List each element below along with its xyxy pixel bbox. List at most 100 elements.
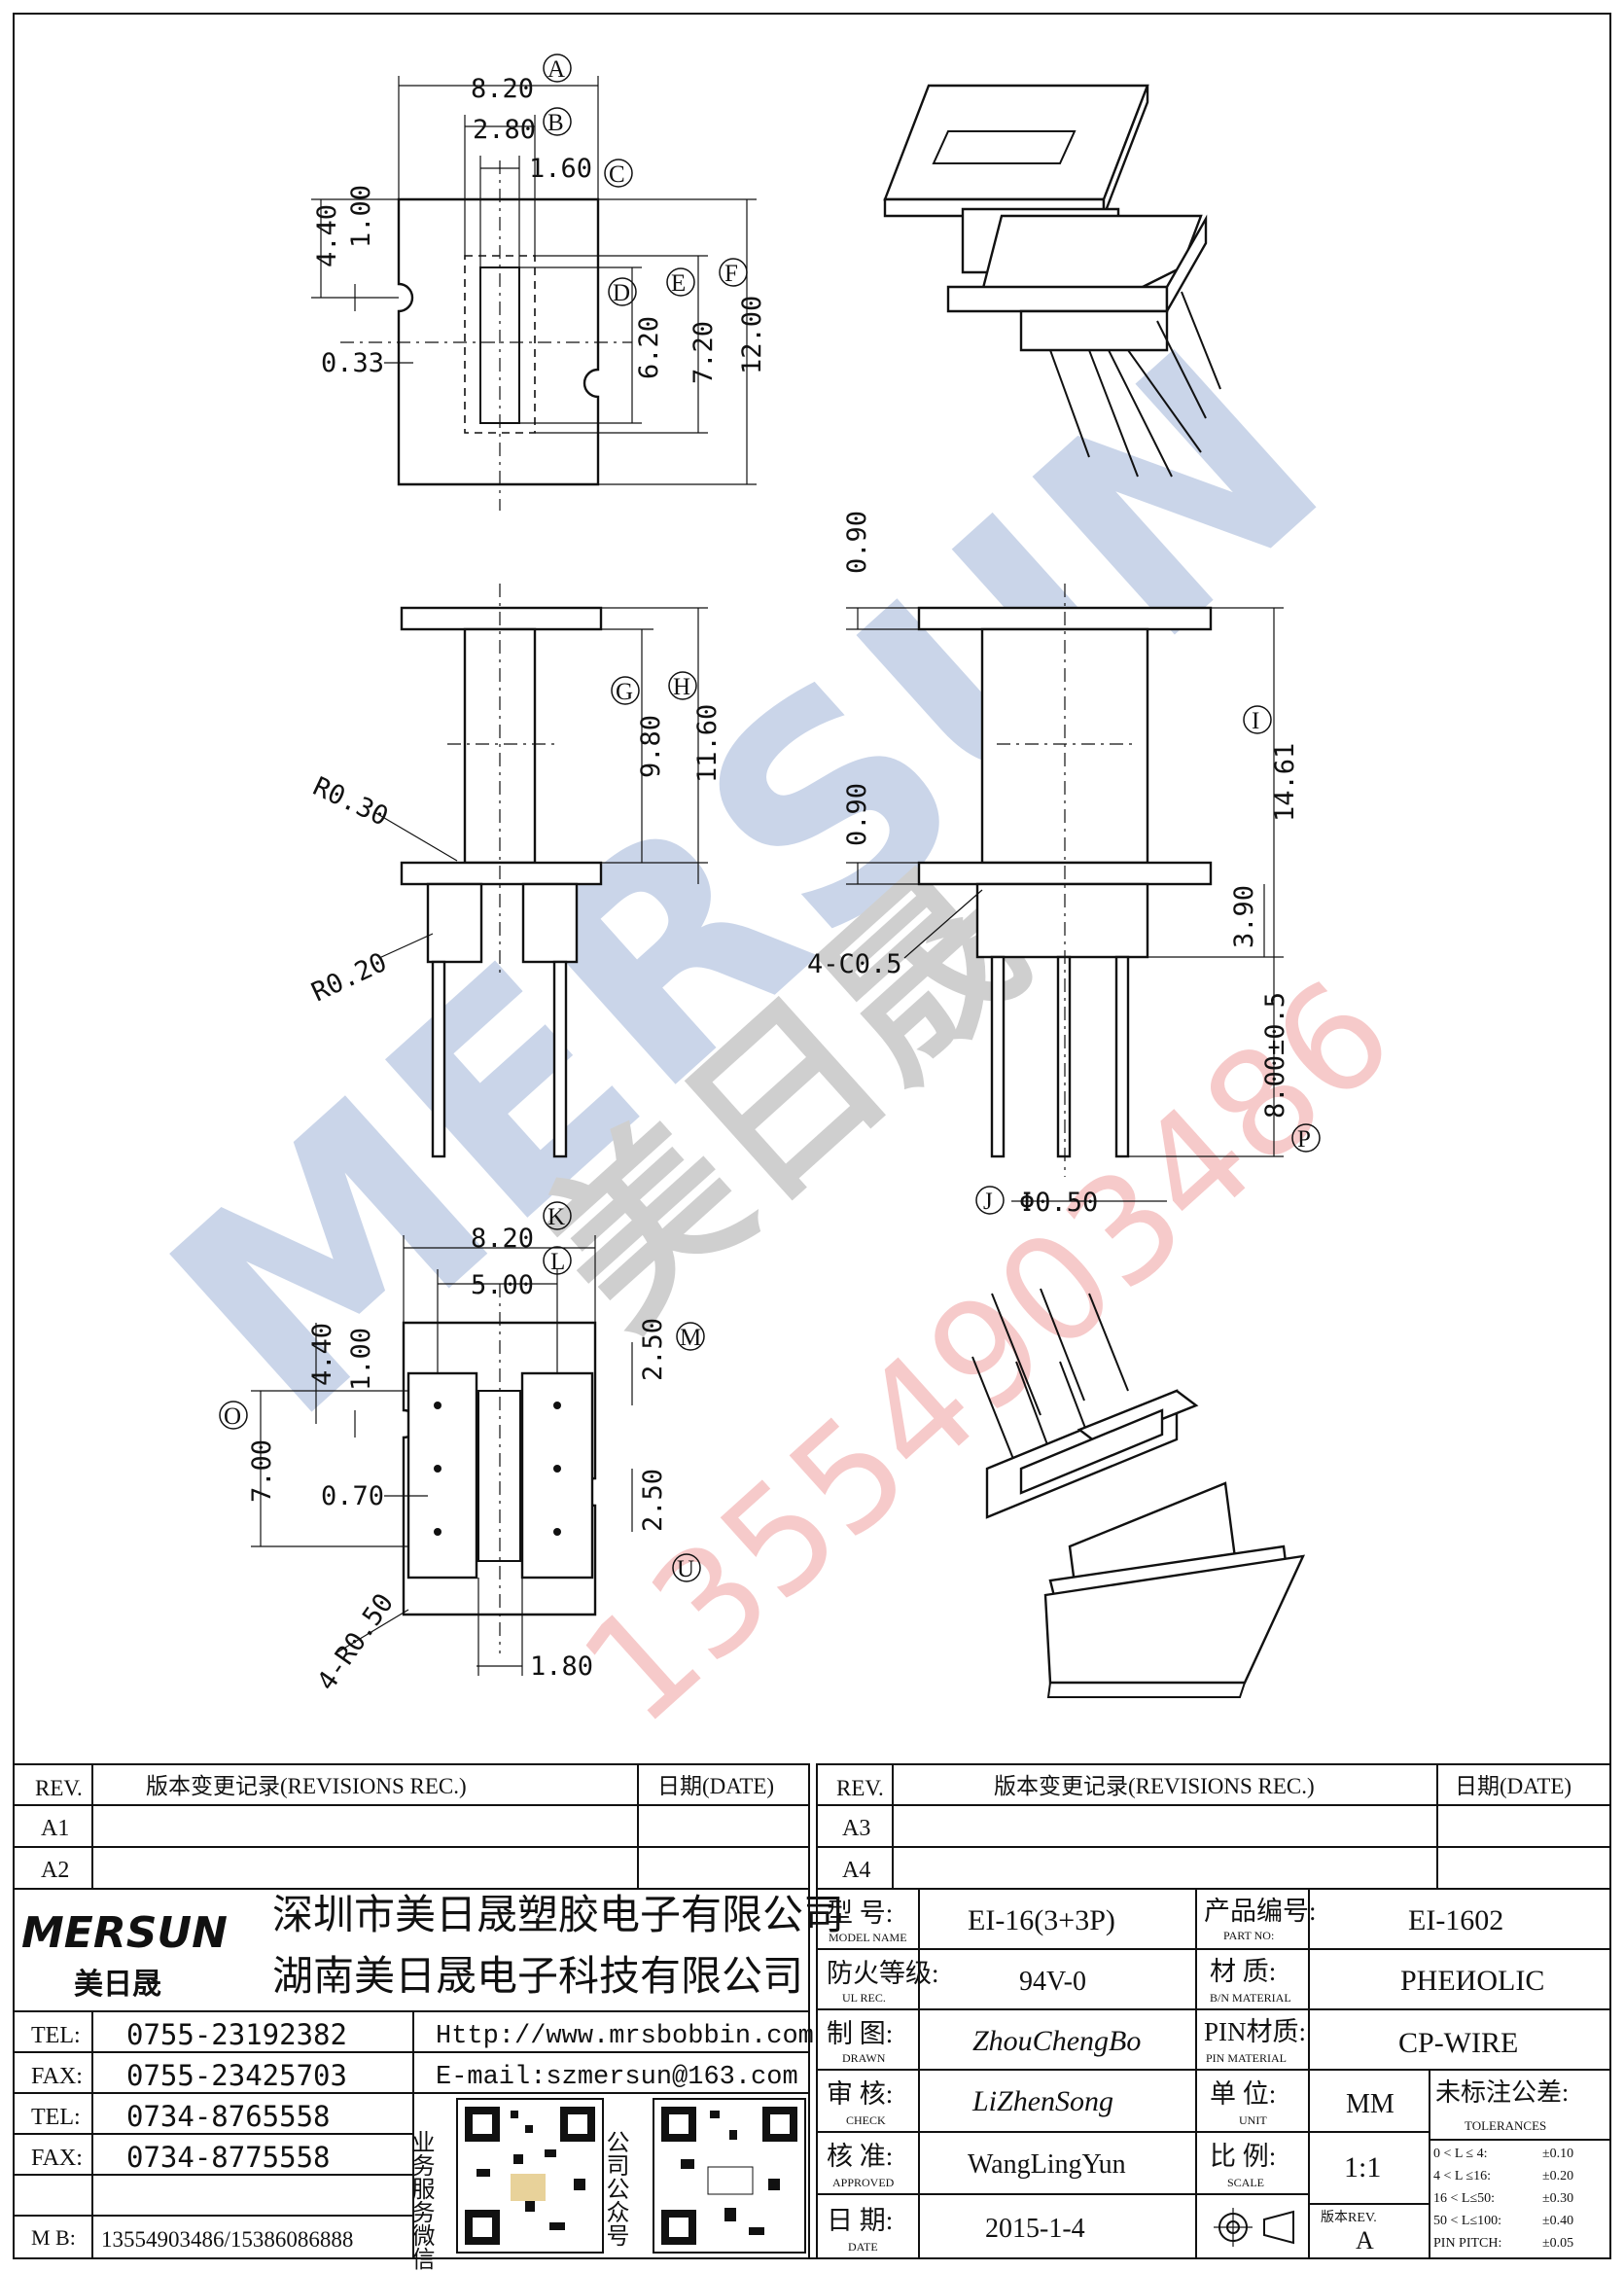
- label-B: B: [547, 110, 564, 136]
- spec-approved: WangLingYun: [968, 2149, 1126, 2180]
- tol-value-2: ±0.30: [1542, 2191, 1573, 2206]
- spec-scale-sub: SCALE: [1227, 2176, 1264, 2189]
- tol-range-3: 50 < L≤100:: [1433, 2214, 1501, 2228]
- label-C: C: [609, 161, 625, 188]
- dim-4-40: 4.40: [312, 204, 342, 267]
- spec-approved-label: 核 准:: [827, 2142, 893, 2171]
- spec-approved-sub: APPROVED: [832, 2176, 895, 2189]
- dim-8-20: 8.20: [471, 74, 534, 104]
- spec-partno: EI-1602: [1408, 1904, 1503, 1936]
- dim-0-33: 0.33: [321, 348, 384, 378]
- spec-model-sub: MODEL NAME: [829, 1931, 907, 1944]
- contact-k-3: FAX:: [31, 2146, 83, 2171]
- contact-email: E-mail:szmersun@163.com: [436, 2063, 798, 2092]
- dim-7-00: 7.00: [247, 1439, 277, 1503]
- tol-range-1: 4 < L ≤16:: [1433, 2169, 1491, 2183]
- contact-k-1: FAX:: [31, 2064, 83, 2089]
- spec-drawn: ZhouChengBo: [972, 2025, 1141, 2057]
- dim-11-60: 11.60: [692, 704, 723, 783]
- spec-pinmat: CP-WIRE: [1398, 2027, 1518, 2059]
- spec-tol-label: 未标注公差:: [1435, 2078, 1569, 2107]
- company-name-2: 湖南美日晟电子科技有限公司: [272, 1955, 803, 2000]
- top-view: 8.20 2.80 1.60 4.40 1.00 0.33 6.20 7.20 …: [311, 53, 767, 511]
- dim-0-90-mid: 0.90: [842, 783, 872, 846]
- company-logo-cn: 美日晟: [74, 1968, 161, 2002]
- spec-pinmat-label: PIN材质:: [1204, 2017, 1306, 2046]
- qr-code-2: [653, 2098, 806, 2254]
- label-A: A: [547, 56, 565, 83]
- spec-tol-sub: TOLERANCES: [1465, 2118, 1546, 2133]
- spec-drawn-label: 制 图:: [827, 2019, 893, 2048]
- label-E: E: [671, 270, 686, 297]
- rev-left-h1: REV.: [35, 1776, 83, 1800]
- sheet-border: [13, 13, 1611, 2259]
- rev-left-h2: 版本变更记录(REVISIONS REC.): [146, 1774, 467, 1798]
- dim-bottom-4-40: 4.40: [307, 1323, 337, 1386]
- spec-pinmat-sub: PIN MATERIAL: [1206, 2051, 1287, 2065]
- label-K: K: [547, 1204, 565, 1230]
- rev-left-h3: 日期(DATE): [657, 1774, 774, 1798]
- spec-scale: 1:1: [1344, 2151, 1381, 2183]
- dim-14-61: 14.61: [1270, 743, 1300, 822]
- dim-phi-0-50: Φ0.50: [1019, 1188, 1098, 1218]
- contact-k-4: M B:: [31, 2225, 76, 2250]
- spec-date: 2015-1-4: [985, 2214, 1085, 2244]
- title-block: REV. 版本变更记录(REVISIONS REC.) 日期(DATE) A1 …: [13, 1763, 1611, 2270]
- tol-value-3: ±0.40: [1542, 2214, 1573, 2228]
- dim-4-R0-50: 4-R0.50: [311, 1588, 400, 1696]
- label-O: O: [224, 1403, 241, 1430]
- dim-9-80: 9.80: [636, 715, 666, 778]
- spec-ver: A: [1356, 2226, 1374, 2254]
- dim-3-90: 3.90: [1229, 885, 1259, 948]
- label-G: G: [616, 679, 633, 705]
- dim-4-C0-5: 4-C0.5: [807, 949, 902, 979]
- dim-0-90-top: 0.90: [842, 511, 872, 574]
- contact-k-0: TEL:: [31, 2023, 81, 2048]
- spec-date-label: 日 期:: [827, 2206, 893, 2235]
- contact-k-2: TEL:: [31, 2105, 81, 2130]
- contact-url: Http://www.mrsbobbin.com: [436, 2022, 814, 2051]
- dim-1-80: 1.80: [530, 1651, 593, 1682]
- rev-right-h2: 版本变更记录(REVISIONS REC.): [994, 1774, 1315, 1798]
- spec-model-label: 型 号:: [827, 1899, 893, 1928]
- label-J: J: [983, 1189, 993, 1215]
- contact-v-2: 0734-8765558: [126, 2100, 331, 2133]
- qr-label-2: 公司公众号: [602, 2130, 628, 2247]
- company-logo: MERSUN: [21, 1908, 228, 1958]
- dim-2-80: 2.80: [473, 115, 536, 145]
- spec-check: LiZhenSong: [971, 2085, 1113, 2117]
- dim-0-70: 0.70: [321, 1481, 384, 1511]
- contact-v-1: 0755-23425703: [126, 2059, 347, 2092]
- dim-8-00: 8.00±0.5: [1260, 992, 1290, 1118]
- dim-2-50-bot: 2.50: [638, 1469, 668, 1532]
- spec-check-label: 审 核:: [827, 2079, 893, 2109]
- iso-view-bottom: [971, 1288, 1306, 1698]
- rev-right-h1: REV.: [836, 1776, 884, 1800]
- label-D: D: [613, 280, 630, 306]
- rev-right-a3: A3: [842, 1816, 870, 1841]
- label-H: H: [673, 674, 690, 700]
- dim-6-20: 6.20: [634, 316, 664, 379]
- iso-view-top: [883, 84, 1221, 478]
- label-L: L: [550, 1249, 565, 1275]
- rev-right-h3: 日期(DATE): [1455, 1774, 1571, 1798]
- dim-R0-30: R0.30: [308, 771, 393, 832]
- company-name-1: 深圳市美日晟塑胶电子有限公司: [272, 1893, 844, 1938]
- dim-bottom-8-20: 8.20: [471, 1224, 534, 1254]
- dim-1-60: 1.60: [529, 154, 592, 184]
- contact-v-3: 0734-8775558: [126, 2141, 331, 2174]
- spec-mat: PHEИOLIC: [1400, 1965, 1544, 1997]
- spec-ul-sub: UL REC.: [842, 1991, 886, 2005]
- qr-code-1: [456, 2098, 604, 2254]
- label-F: F: [724, 261, 738, 287]
- tol-range-0: 0 < L ≤ 4:: [1433, 2147, 1488, 2161]
- rev-left-a2: A2: [41, 1858, 69, 1883]
- dim-2-50-top: 2.50: [638, 1318, 668, 1381]
- spec-ver-label: 版本REV.: [1321, 2210, 1377, 2225]
- spec-mat-label: 材 质:: [1210, 1957, 1276, 1986]
- tol-value-1: ±0.20: [1542, 2169, 1573, 2183]
- spec-date-sub: DATE: [848, 2240, 878, 2254]
- tol-value-0: ±0.10: [1542, 2147, 1573, 2161]
- label-U: U: [677, 1556, 694, 1582]
